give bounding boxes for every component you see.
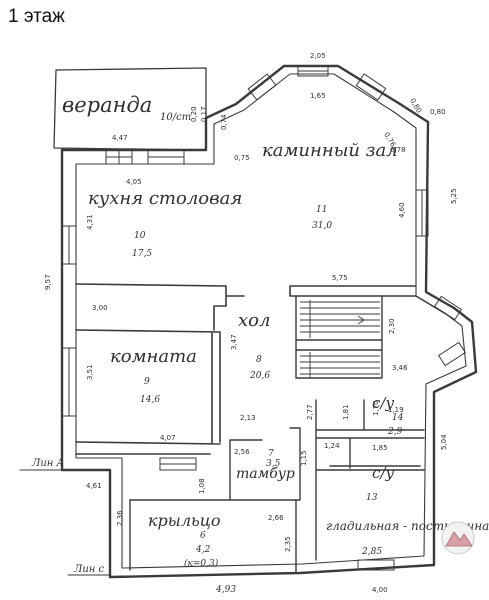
hall-label: хол xyxy=(238,310,270,331)
wall-lines xyxy=(19,64,478,579)
bay-window xyxy=(415,291,477,373)
dim-label: 2,05 xyxy=(310,52,326,60)
dim-label: 0,78 xyxy=(390,146,406,154)
dim-label: 5,25 xyxy=(450,188,458,204)
dim-label: 4,07 xyxy=(160,434,176,442)
dim-label: 4,05 xyxy=(126,178,142,186)
tambour-label: тамбур xyxy=(236,466,295,482)
porch-note: (к=0,3) xyxy=(184,558,219,569)
window-bay-2 xyxy=(437,341,467,367)
wc-lower-label: с/у xyxy=(372,464,394,482)
kitchen-label: кухня столовая xyxy=(88,188,242,209)
living-hall-area: 31,0 xyxy=(312,221,332,231)
dim-label: 1,24 xyxy=(324,442,340,450)
stair-walls xyxy=(295,295,383,379)
partition-kitchen-living xyxy=(75,283,417,331)
porch-label: крыльцо xyxy=(148,511,221,530)
dim-label: 5,75 xyxy=(332,274,348,282)
window-bay-1 xyxy=(433,295,463,321)
page-title: 1 этаж xyxy=(8,6,65,27)
outer-wall-left-inner xyxy=(75,163,123,569)
living-hall-label: каминный зал xyxy=(262,140,398,161)
veranda-label: веранда xyxy=(62,93,152,117)
wet-rooms xyxy=(315,399,425,561)
dim-label: 0,74 xyxy=(220,114,228,130)
staircase xyxy=(300,300,380,378)
dim-label: 4,31 xyxy=(86,214,94,230)
window-living-left xyxy=(247,73,277,101)
dim-label: 3,00 xyxy=(92,304,108,312)
outer-wall xyxy=(60,64,478,579)
partition-room xyxy=(75,329,221,455)
window-laundry-bottom xyxy=(357,559,395,571)
watermark-logo xyxy=(441,521,475,555)
hall-number: 8 xyxy=(256,355,262,365)
living-hall-number: 11 xyxy=(316,205,327,215)
axis-a-label: Лин А xyxy=(31,458,64,469)
dim-label: 3,46 xyxy=(392,364,408,372)
room-area: 14,6 xyxy=(140,395,160,405)
dim-label: 3,47 xyxy=(230,334,238,350)
dim-label: 2,56 xyxy=(234,448,250,456)
hall-area: 20,6 xyxy=(249,371,270,381)
dim-label: 4,00 xyxy=(372,586,388,594)
dim-label: 2,35 xyxy=(284,536,292,552)
dim-label: 2,66 xyxy=(268,514,284,522)
laundry-number: 13 xyxy=(366,493,378,503)
room-number: 9 xyxy=(144,377,150,387)
tambour-number: 7 xyxy=(268,449,274,459)
window-living-right xyxy=(355,73,387,101)
porch-number: 6 xyxy=(200,531,206,541)
porch-area: 4,2 xyxy=(195,545,211,555)
dim-label: 0,20 xyxy=(190,106,198,122)
dim-label: 1,70 xyxy=(372,400,380,416)
dim-label: 2,77 xyxy=(306,404,314,420)
room-label: комната xyxy=(110,346,197,367)
wc-upper-label: с/у xyxy=(372,394,394,412)
footer-note: 4,93 xyxy=(215,585,236,595)
laundry-area: 2,85 xyxy=(361,547,382,557)
dim-label: 1,15 xyxy=(300,450,308,466)
outer-wall-left xyxy=(60,148,112,579)
dim-label: 1,19 xyxy=(388,406,404,414)
dim-label: 2,36 xyxy=(116,510,124,526)
dim-label: 2,13 xyxy=(240,414,256,422)
dim-label: 4,60 xyxy=(398,202,406,218)
porch-walls xyxy=(129,499,297,573)
dim-label: 4,47 xyxy=(112,134,128,142)
dim-label: 1,65 xyxy=(310,92,326,100)
tambour-walls xyxy=(129,427,301,501)
dim-label: 5,04 xyxy=(440,434,448,450)
kitchen-area: 17,5 xyxy=(132,249,152,259)
dim-label: 0,80 xyxy=(430,108,446,116)
kitchen-number: 10 xyxy=(134,231,146,241)
windows xyxy=(61,65,467,571)
dim-label: 1,81 xyxy=(342,404,350,420)
veranda-note: 10/ст xyxy=(160,112,191,123)
dim-label: 0,75 xyxy=(234,154,250,162)
wc-upper-area: 2,9 xyxy=(387,427,403,437)
wc-upper-number: 14 xyxy=(392,413,404,423)
tambour-area: 3,5 xyxy=(266,459,281,469)
dim-label: 9,57 xyxy=(44,274,52,290)
dim-label: 0,17 xyxy=(200,106,208,122)
dim-label: 1,85 xyxy=(372,444,388,452)
dim-label: 4,61 xyxy=(86,482,102,490)
dim-label: 2,30 xyxy=(388,318,396,334)
axis-c-label: Лин с xyxy=(73,564,105,575)
dim-label: 1,08 xyxy=(198,478,206,494)
dim-label: 3,51 xyxy=(86,364,94,380)
